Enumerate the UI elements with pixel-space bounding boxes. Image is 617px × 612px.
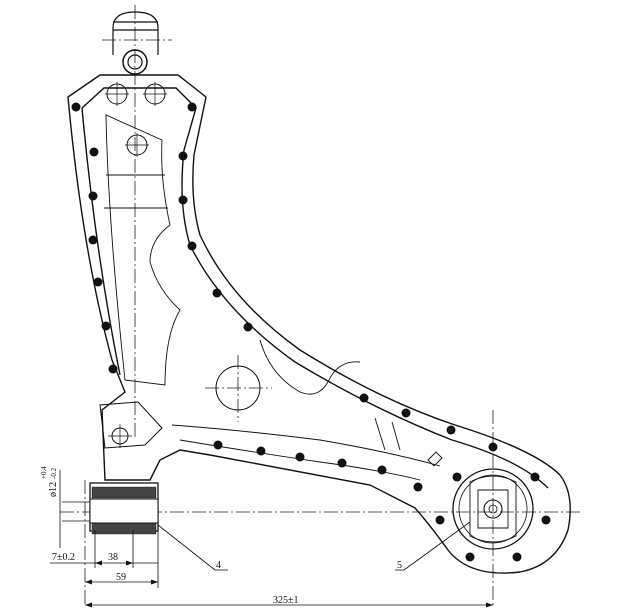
dim-59: 59 (116, 572, 126, 583)
dim-38: 38 (108, 552, 118, 563)
front-bushing (62, 482, 159, 535)
holes (106, 83, 261, 445)
dia-12: ø12 (48, 482, 59, 497)
dia-tol-lower: -0.2 (50, 467, 58, 479)
dim-325-tolerance: 325±1 (273, 595, 299, 606)
weld-spots (71, 102, 551, 562)
rear-bushing (452, 468, 534, 550)
callout-5: 5 (397, 560, 402, 571)
callout-4: 4 (216, 560, 221, 571)
dim-7-tolerance: 7±0.2 (52, 552, 75, 563)
leader-4 (157, 524, 216, 571)
dia-tol-upper: +0.4 (40, 466, 48, 479)
diameter-label: ø12 +0.4 -0.2 (40, 466, 59, 497)
large-lightening-hole (215, 365, 261, 411)
dimension-lines (50, 470, 493, 606)
ball-joint-housing (112, 11, 159, 75)
leader-5 (403, 521, 471, 571)
section-lines (104, 174, 168, 209)
